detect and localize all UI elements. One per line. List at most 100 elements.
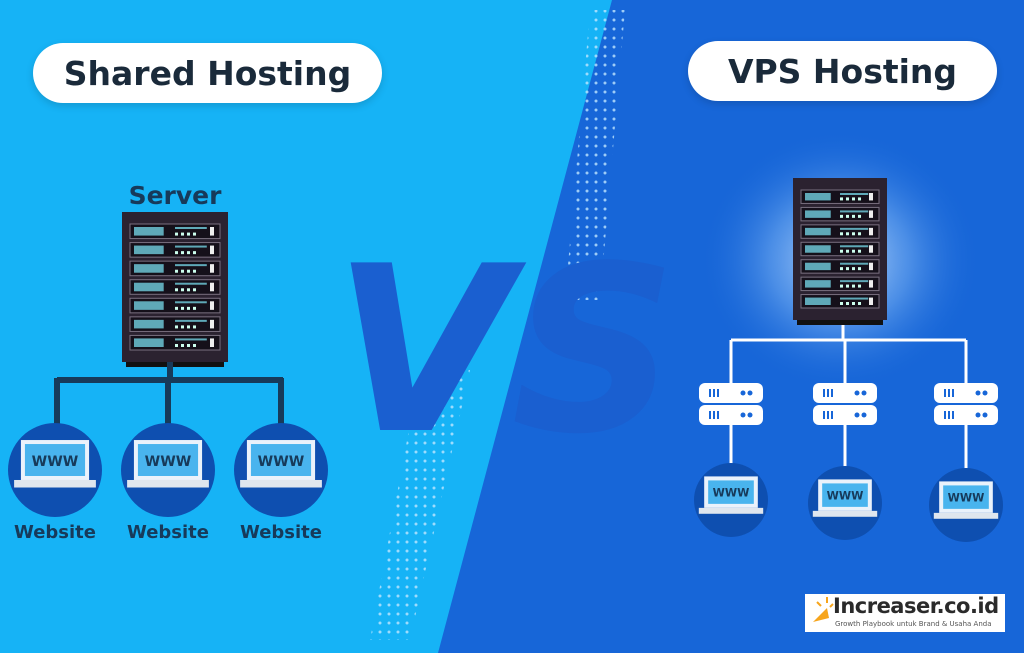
led — [854, 412, 860, 418]
led — [982, 412, 988, 418]
server-led — [840, 284, 843, 288]
server-led — [193, 288, 196, 292]
website-node: WWW — [808, 466, 882, 540]
virtual-server-icon — [934, 383, 998, 425]
server-drive — [805, 210, 831, 218]
server-led — [852, 197, 855, 201]
led — [982, 390, 988, 396]
laptop-screen — [822, 483, 868, 507]
server-led — [193, 232, 196, 236]
server-led — [193, 344, 196, 347]
server-drive — [805, 193, 831, 201]
laptop-base — [14, 479, 96, 488]
server-led — [193, 325, 196, 329]
server-led — [858, 267, 861, 271]
server-drive — [134, 227, 164, 236]
server-switch — [210, 227, 214, 236]
vent — [713, 389, 715, 397]
vent — [709, 389, 711, 397]
led — [740, 412, 746, 418]
vent — [952, 411, 954, 419]
server-switch — [210, 282, 214, 292]
server-switch — [869, 245, 873, 253]
server-led — [175, 227, 207, 229]
server-led — [181, 306, 184, 310]
server-led — [187, 232, 190, 236]
server-led — [175, 288, 178, 292]
laptop-screen — [24, 444, 86, 476]
server-led — [181, 269, 184, 273]
www-text: WWW — [258, 454, 305, 470]
server-led — [187, 306, 190, 310]
server-led — [858, 197, 861, 201]
website-node: WWW — [8, 423, 102, 517]
server-led — [858, 214, 861, 218]
server-led — [840, 297, 869, 300]
vent — [944, 389, 946, 397]
vent — [827, 411, 829, 419]
server-switch — [210, 338, 214, 347]
dot-pattern — [565, 10, 625, 300]
website-node: WWW — [929, 468, 1003, 542]
laptop-screen — [137, 444, 199, 476]
laptop-screen — [250, 444, 312, 476]
dot-pattern — [370, 370, 470, 640]
laptop-base — [698, 507, 764, 514]
vps-server-icon — [793, 178, 887, 325]
website-label: Website — [127, 522, 209, 543]
virtual-server-icon — [699, 383, 763, 425]
server-led — [840, 302, 843, 305]
vps-hosting-title: VPS Hosting — [688, 41, 997, 101]
server-led — [858, 284, 861, 288]
server-drive — [134, 301, 164, 310]
server-led — [858, 249, 861, 253]
server-led — [175, 245, 207, 248]
www-text: WWW — [32, 454, 79, 470]
server-led — [840, 245, 869, 248]
server-led — [858, 232, 861, 236]
server-led — [840, 232, 843, 236]
led — [861, 390, 867, 396]
server-led — [846, 249, 849, 253]
watermark-tagline: Growth Playbook untuk Brand & Usaha Anda — [835, 620, 992, 628]
led — [975, 412, 981, 418]
led — [861, 412, 867, 418]
server-led — [846, 267, 849, 271]
server-switch — [210, 319, 214, 329]
server-led — [846, 214, 849, 218]
website-node: WWW — [121, 423, 215, 517]
server-led — [175, 282, 207, 285]
server-led — [175, 232, 178, 236]
laptop-base — [933, 512, 999, 519]
server-led — [181, 232, 184, 236]
server-led — [852, 232, 855, 236]
server-drive — [134, 264, 164, 273]
server-drive — [134, 319, 164, 329]
server-led — [852, 214, 855, 218]
server-led — [852, 284, 855, 288]
www-text: WWW — [145, 454, 192, 470]
vent — [823, 411, 825, 419]
server-led — [846, 284, 849, 288]
led — [747, 390, 753, 396]
server-drive — [134, 282, 164, 292]
www-text: WWW — [713, 487, 750, 500]
server-led — [187, 288, 190, 292]
www-text: WWW — [948, 492, 985, 505]
cursor-logo-icon — [813, 597, 834, 622]
watermark-name: Increaser.co.id — [833, 594, 999, 618]
server-led — [840, 210, 869, 213]
server-led — [193, 251, 196, 255]
server-led — [840, 214, 843, 218]
server-led — [175, 306, 178, 310]
virtual-server-unit — [934, 383, 998, 403]
server-drive — [805, 245, 831, 253]
server-switch — [869, 227, 873, 236]
server-led — [840, 249, 843, 253]
website-node: WWW — [234, 423, 328, 517]
led — [747, 412, 753, 418]
vent — [823, 389, 825, 397]
server-led — [858, 302, 861, 305]
server-led — [181, 251, 184, 255]
